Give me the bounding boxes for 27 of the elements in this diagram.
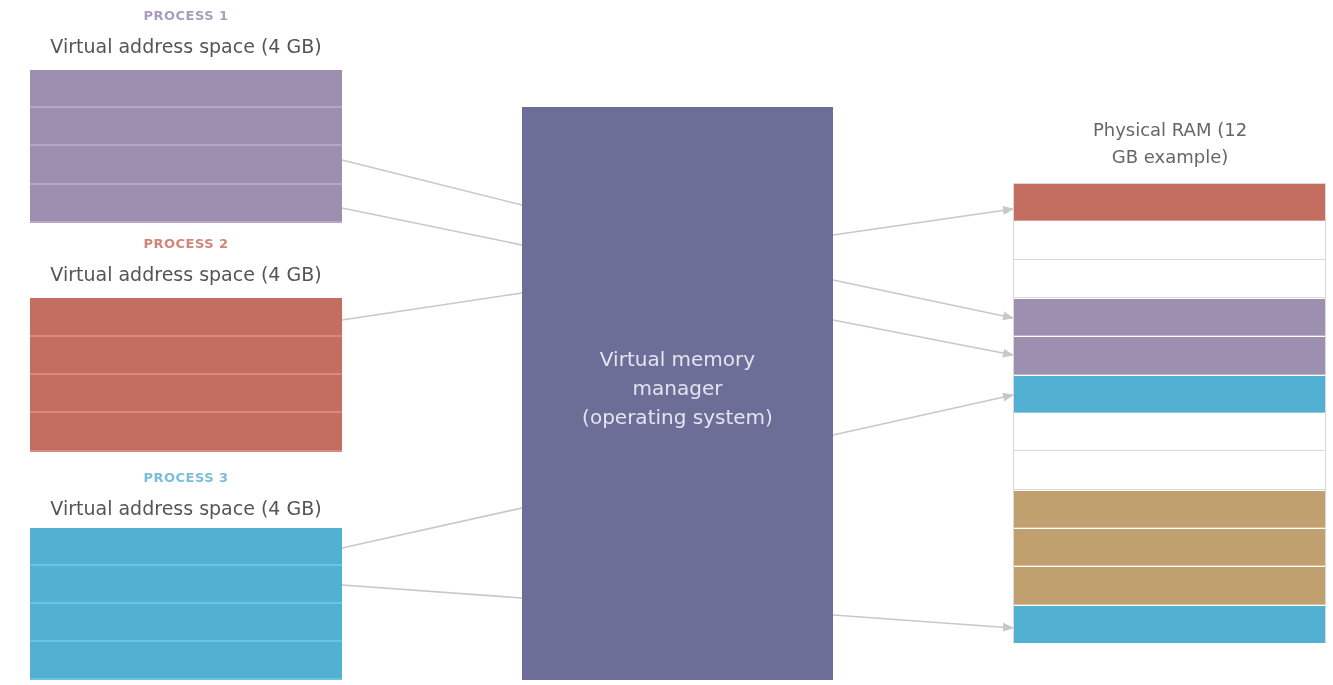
- arrow: [832, 614, 1015, 632]
- block-title: Virtual address space (4 GB): [49, 35, 323, 57]
- memory-page: [1014, 491, 1325, 528]
- ram-heading: Physical RAM (12 GB example): [1091, 118, 1249, 169]
- memory-page: [1014, 567, 1325, 605]
- memory-page: [1014, 529, 1325, 566]
- connector-line: [341, 159, 523, 206]
- connector-line: [341, 584, 523, 599]
- memory-page: [1014, 337, 1325, 375]
- arrow: [832, 206, 1015, 236]
- memory-page: [1014, 376, 1325, 413]
- process-heading: PROCESS 2: [142, 236, 230, 251]
- connector-line: [341, 207, 523, 246]
- memory-page: [1014, 606, 1325, 643]
- process-heading: PROCESS 3: [142, 470, 230, 485]
- box-label: Virtual memory manager (operating system): [581, 346, 774, 431]
- connector-line: [341, 507, 523, 549]
- memory-page: [1014, 184, 1325, 221]
- connector-line: [341, 292, 523, 321]
- memory-page: [1014, 299, 1325, 336]
- arrow: [832, 319, 1015, 358]
- block-title: Virtual address space (4 GB): [49, 497, 323, 519]
- arrow: [832, 279, 1015, 321]
- process-heading: PROCESS 1: [142, 8, 230, 23]
- block-title: Virtual address space (4 GB): [49, 263, 323, 285]
- arrow: [832, 392, 1015, 436]
- manager-box: [522, 107, 833, 680]
